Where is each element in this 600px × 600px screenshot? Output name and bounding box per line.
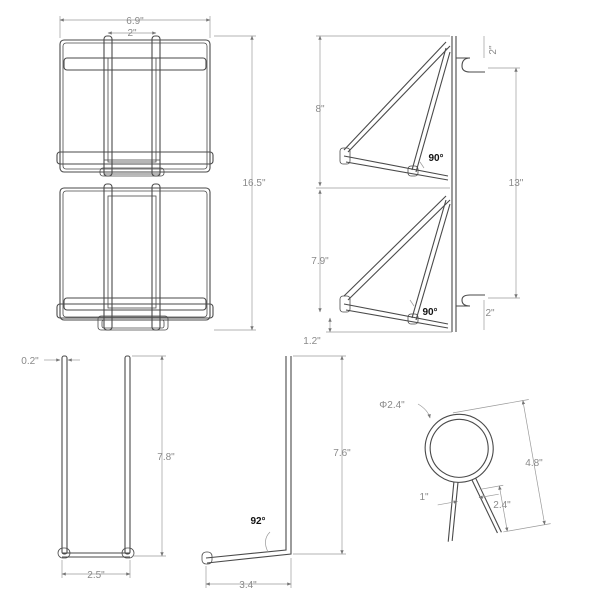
side-lower-bracket: [339, 195, 451, 329]
side-upper-bracket: [339, 41, 451, 181]
ring-detail: [424, 399, 551, 542]
bent-rod-length-dimension: 3.4": [239, 580, 257, 591]
side-hook-span-dimension: 13": [509, 178, 524, 189]
ring-diameter-dimension: Φ2.4": [379, 400, 405, 411]
bent-rod-height-dimension: 7.6": [333, 448, 351, 459]
front-width-dimension: 6.9": [126, 16, 144, 27]
front-lower-basket: [56, 183, 214, 331]
front-height-dimension: 16.5": [242, 178, 265, 189]
side-lower-height-dimension: 7.9": [311, 256, 329, 267]
front-view: 6.9" 2" 16.5": [56, 16, 266, 331]
side-view: 8" 7.9" 1.2" 2" 13" 2" 90° 90°: [303, 35, 524, 347]
rod-height-dimension: 7.8": [157, 452, 175, 463]
side-bottom-hook-dimension: 2": [485, 308, 495, 319]
side-top-hook-dimension: 2": [488, 45, 499, 55]
bent-rod-angle: 92°: [250, 516, 265, 527]
ring-leg-spacing-dimension: 1": [419, 492, 429, 503]
ring-total-height-dimension: 4.8": [525, 458, 543, 469]
rod-diameter-dimension: 0.2": [21, 356, 39, 367]
front-upper-basket: [56, 35, 214, 177]
front-spacing-dimension: 2": [127, 28, 137, 39]
side-bottom-offset-dimension: 1.2": [303, 336, 321, 347]
side-lower-angle: 90°: [422, 307, 437, 318]
ring-leg-height-dimension: 2.4": [493, 500, 511, 511]
rod-width-dimension: 2.5": [87, 570, 105, 581]
rod-detail: 0.2" 7.8" 2.5": [21, 355, 175, 581]
side-upper-height-dimension: 8": [315, 104, 325, 115]
bent-rod-detail: 7.6" 92° 3.4": [201, 355, 351, 591]
side-upper-angle: 90°: [428, 153, 443, 164]
